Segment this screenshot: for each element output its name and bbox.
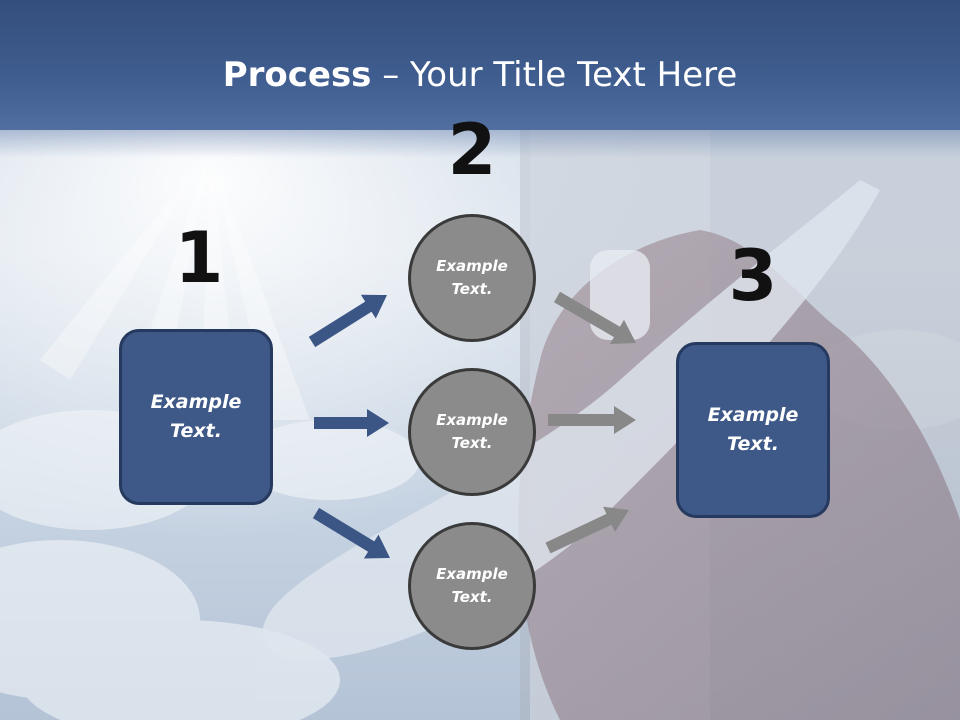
step-1-box[interactable]: Example Text. bbox=[119, 329, 273, 505]
slide-title-rest: – Your Title Text Here bbox=[371, 55, 738, 95]
circle-top-line1: Example bbox=[436, 257, 508, 275]
step-3-text: Example Text. bbox=[708, 401, 799, 459]
circle-bottom-text: Example Text. bbox=[436, 563, 508, 609]
step-1-line2: Text. bbox=[170, 420, 222, 442]
title-bar-fade bbox=[0, 118, 960, 158]
circle-middle-line2: Text. bbox=[451, 434, 493, 452]
step-number-2: 2 bbox=[447, 109, 497, 191]
step-3-box[interactable]: Example Text. bbox=[676, 342, 830, 518]
circle-top-line2: Text. bbox=[451, 280, 493, 298]
step-2-circle-bottom[interactable]: Example Text. bbox=[408, 522, 536, 650]
step-number-3: 3 bbox=[728, 235, 778, 317]
slide-title-bold: Process bbox=[222, 55, 372, 95]
step-number-1: 1 bbox=[174, 217, 224, 299]
step-2-circle-top[interactable]: Example Text. bbox=[408, 214, 536, 342]
step-3-line1: Example bbox=[707, 404, 799, 426]
step-3-line2: Text. bbox=[727, 433, 779, 455]
step-1-line1: Example bbox=[150, 391, 242, 413]
circle-bottom-line1: Example bbox=[436, 565, 508, 583]
title-bar bbox=[0, 0, 960, 130]
circle-top-text: Example Text. bbox=[436, 255, 508, 301]
circle-middle-text: Example Text. bbox=[436, 409, 508, 455]
circle-bottom-line2: Text. bbox=[451, 588, 493, 606]
step-2-circle-middle[interactable]: Example Text. bbox=[408, 368, 536, 496]
circle-middle-line1: Example bbox=[436, 411, 508, 429]
step-1-text: Example Text. bbox=[151, 388, 242, 446]
slide-title: Process – Your Title Text Here bbox=[0, 52, 960, 98]
